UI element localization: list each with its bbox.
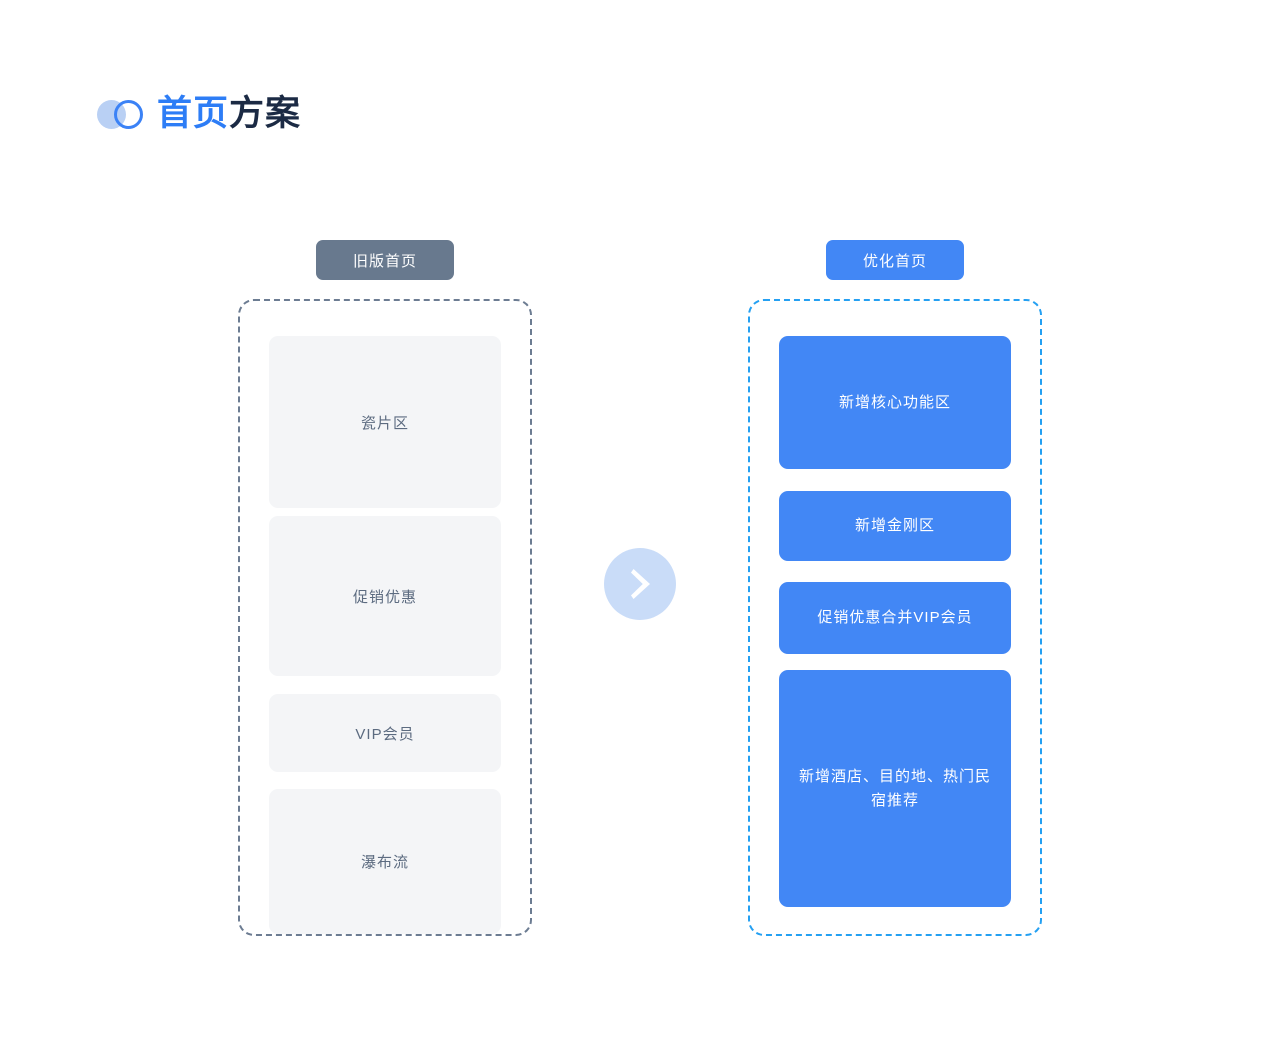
- column-optimized-home: 优化首页 新增核心功能区 新增金刚区 促销优惠合并VIP会员 新增酒店、目的地、…: [745, 240, 1045, 936]
- block-new-3[interactable]: 新增酒店、目的地、热门民宿推荐: [779, 670, 1011, 907]
- circle-outline-shape: [114, 99, 143, 129]
- block-old-3[interactable]: 瀑布流: [269, 789, 501, 934]
- column-frame-optimized-home: 新增核心功能区 新增金刚区 促销优惠合并VIP会员 新增酒店、目的地、热门民宿推…: [748, 299, 1042, 936]
- column-old-home: 旧版首页 瓷片区 促销优惠 VIP会员 瀑布流: [235, 240, 535, 936]
- two-overlapping-circles-icon: [97, 97, 143, 131]
- column-badge-old-home[interactable]: 旧版首页: [316, 240, 454, 280]
- block-old-0[interactable]: 瓷片区: [269, 336, 501, 508]
- block-new-0[interactable]: 新增核心功能区: [779, 336, 1011, 469]
- page-title-highlight: 首页: [157, 94, 230, 133]
- block-new-2[interactable]: 促销优惠合并VIP会员: [779, 582, 1011, 654]
- page-title: 首页方案: [97, 96, 301, 131]
- chevron-right-icon: [604, 548, 676, 620]
- block-old-1[interactable]: 促销优惠: [269, 516, 501, 676]
- page-title-text: 首页方案: [157, 96, 301, 131]
- page-title-rest: 方案: [229, 94, 302, 133]
- block-new-1[interactable]: 新增金刚区: [779, 491, 1011, 561]
- column-frame-old-home: 瓷片区 促销优惠 VIP会员 瀑布流: [238, 299, 532, 936]
- column-badge-optimized-home[interactable]: 优化首页: [826, 240, 964, 280]
- block-old-2[interactable]: VIP会员: [269, 694, 501, 772]
